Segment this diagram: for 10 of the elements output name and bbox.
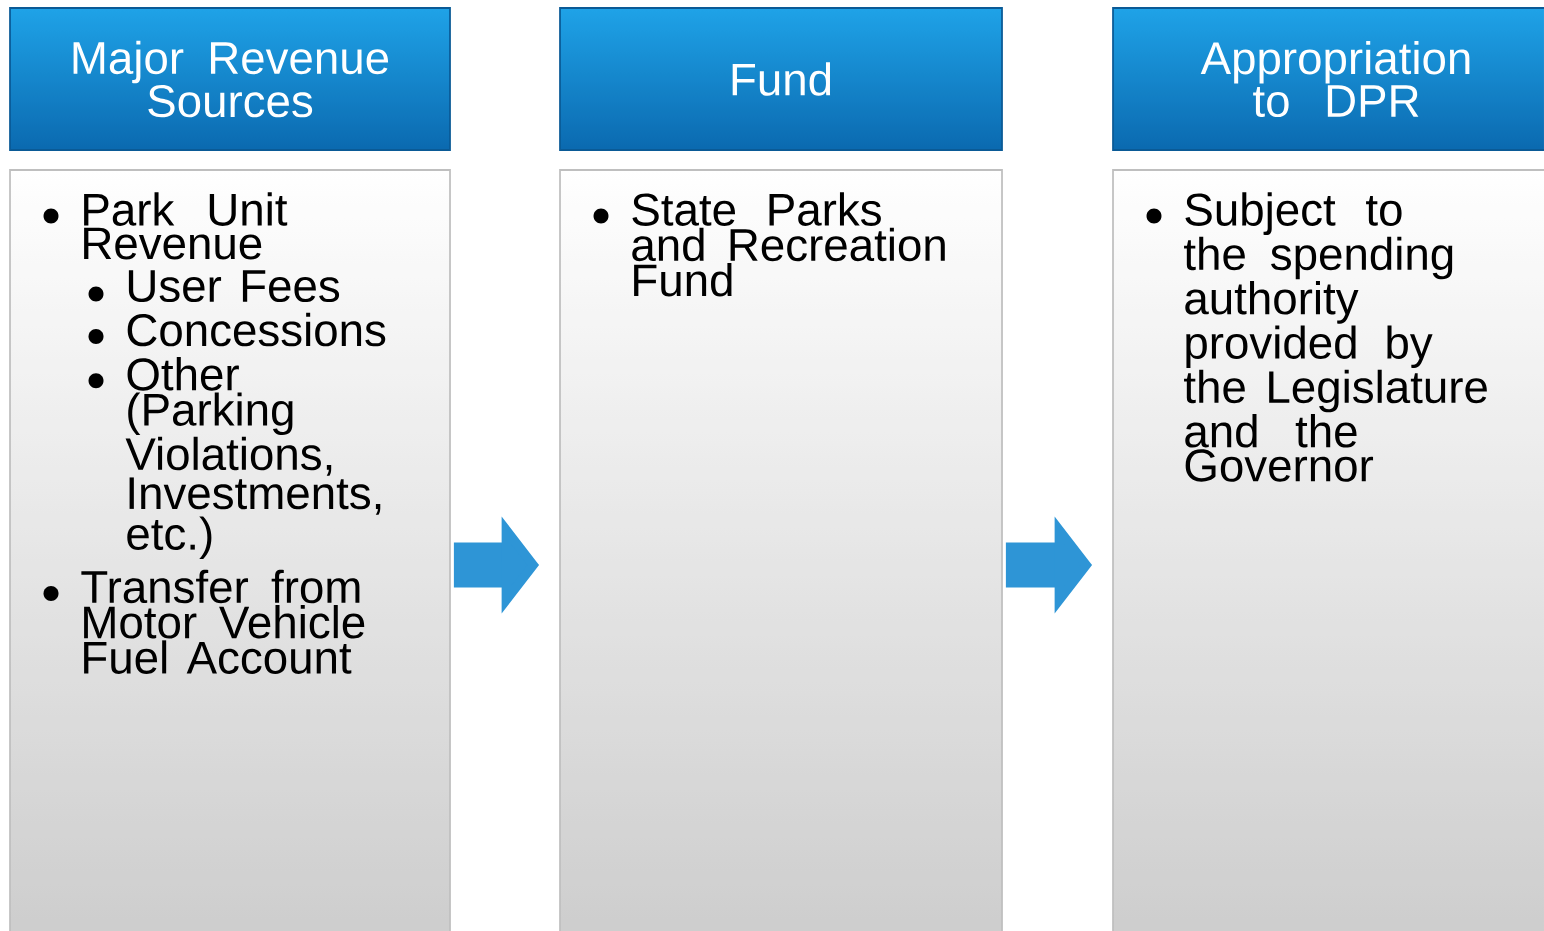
bullet-text: User Fees	[128, 270, 340, 303]
header-box: Major Revenue Sources	[9, 7, 451, 151]
bullet-text: Other (Parking Violations, Investments, etc.)	[125, 357, 381, 560]
header-box: Appropriation to DPR	[1112, 7, 1544, 151]
bullet-text: Transfer from Motor Vehicle Fuel Account	[81, 569, 365, 674]
bullet-text: Concessions	[127, 312, 386, 347]
bullet-text: Park Unit Revenue	[84, 192, 288, 260]
bullet-text: Subject to the spending authority provided by the Legislature and the Governor	[1184, 192, 1487, 482]
header-box: Fund	[559, 7, 1003, 151]
bullet-text: State Parks and Recreation Fund	[632, 192, 945, 297]
